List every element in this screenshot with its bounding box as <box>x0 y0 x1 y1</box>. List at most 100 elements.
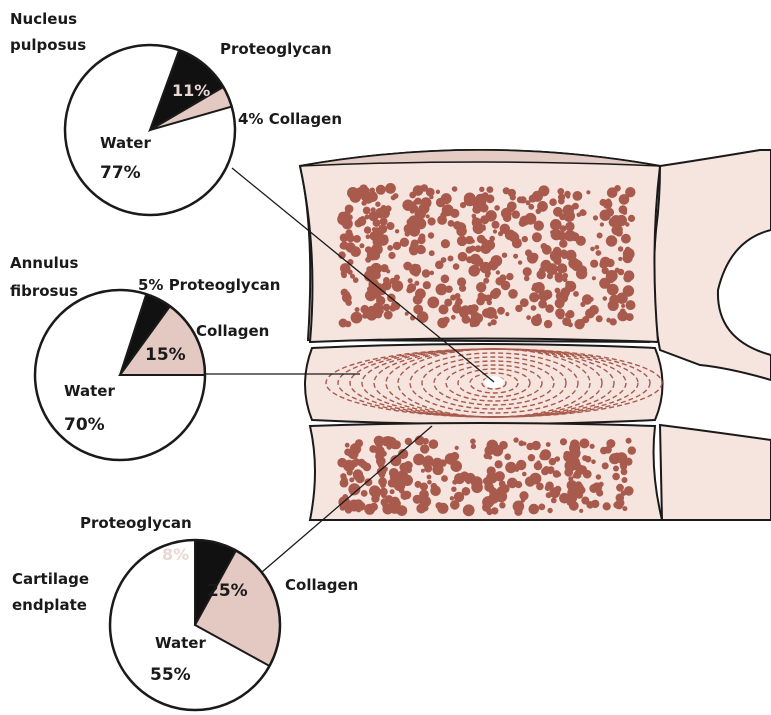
marrow-speck <box>528 454 535 461</box>
marrow-speck <box>581 210 586 215</box>
marrow-speck <box>568 476 573 481</box>
marrow-speck <box>466 256 473 263</box>
marrow-speck <box>596 474 601 479</box>
marrow-speck <box>424 465 432 473</box>
marrow-speck <box>579 509 583 513</box>
marrow-speck <box>451 315 456 320</box>
marrow-speck <box>381 451 387 457</box>
marrow-speck <box>494 205 500 211</box>
marrow-speck <box>525 476 535 486</box>
marrow-speck <box>555 288 561 294</box>
marrow-speck <box>488 455 492 459</box>
marrow-speck <box>479 187 484 192</box>
marrow-speck <box>519 491 528 500</box>
marrow-speck <box>603 296 608 301</box>
marrow-speck <box>473 305 478 310</box>
marrow-speck <box>345 321 352 328</box>
marrow-speck <box>455 293 461 299</box>
marrow-speck <box>340 263 351 274</box>
endplate-water-pct: 55% <box>150 665 191 685</box>
marrow-speck <box>625 187 635 197</box>
marrow-speck <box>441 239 450 248</box>
marrow-speck <box>626 313 634 321</box>
marrow-speck <box>442 204 454 216</box>
marrow-speck <box>475 194 486 205</box>
marrow-speck <box>559 240 567 248</box>
nucleus-proteoglycan-label: Proteoglycan <box>220 40 332 58</box>
marrow-speck <box>603 199 613 209</box>
nucleus-pie-chart <box>65 45 235 215</box>
marrow-speck <box>622 477 628 483</box>
marrow-speck <box>395 229 399 233</box>
marrow-speck <box>373 291 381 299</box>
marrow-speck <box>623 273 632 282</box>
marrow-speck <box>616 452 627 463</box>
marrow-speck <box>371 251 380 260</box>
lower-posterior <box>660 425 771 520</box>
endplate-water-label: Water <box>155 634 206 652</box>
marrow-speck <box>525 213 537 225</box>
marrow-speck <box>394 275 400 281</box>
marrow-speck <box>483 278 489 284</box>
marrow-speck <box>427 480 432 485</box>
marrow-speck <box>541 243 548 250</box>
marrow-speck <box>497 307 505 315</box>
marrow-speck <box>420 444 429 453</box>
marrow-speck <box>607 284 619 296</box>
marrow-speck <box>549 487 560 498</box>
marrow-speck <box>602 462 609 469</box>
marrow-speck <box>518 260 522 264</box>
endplate-pie-chart <box>110 540 280 710</box>
marrow-speck <box>350 246 361 257</box>
marrow-speck <box>504 454 511 461</box>
marrow-speck <box>414 281 419 286</box>
annulus-collagen-label: Collagen <box>196 322 269 340</box>
marrow-speck <box>599 482 604 487</box>
marrow-speck <box>363 207 371 215</box>
marrow-speck <box>470 439 476 445</box>
marrow-speck <box>573 191 583 201</box>
marrow-speck <box>618 246 623 251</box>
marrow-speck <box>410 243 416 249</box>
marrow-speck <box>383 304 390 311</box>
marrow-speck <box>610 318 617 325</box>
marrow-speck <box>606 259 614 267</box>
marrow-speck <box>408 278 413 283</box>
marrow-speck <box>372 227 377 232</box>
marrow-speck <box>545 304 554 313</box>
marrow-speck <box>531 305 537 311</box>
marrow-speck <box>491 266 496 271</box>
marrow-speck <box>623 253 633 263</box>
marrow-speck <box>354 458 359 463</box>
marrow-speck <box>363 193 374 204</box>
marrow-speck <box>515 305 522 312</box>
marrow-speck <box>407 219 414 226</box>
marrow-speck <box>496 270 500 274</box>
endplate-proteoglycan-pct: 8% <box>162 545 189 564</box>
endplate-collagen-pct: 25% <box>207 581 248 601</box>
marrow-speck <box>584 442 588 446</box>
lower-marrow <box>337 436 636 517</box>
nucleus-collagen-label: 4% Collagen <box>238 110 342 128</box>
marrow-speck <box>342 218 353 229</box>
marrow-speck <box>387 222 395 230</box>
marrow-speck <box>380 208 390 218</box>
marrow-speck <box>555 308 565 318</box>
marrow-speck <box>622 506 627 511</box>
marrow-speck <box>426 214 430 218</box>
marrow-speck <box>454 473 465 484</box>
marrow-speck <box>380 218 388 226</box>
marrow-speck <box>523 267 532 276</box>
marrow-speck <box>451 487 456 492</box>
marrow-speck <box>506 273 513 280</box>
marrow-speck <box>509 232 519 242</box>
marrow-speck <box>557 188 564 195</box>
marrow-speck <box>574 471 582 479</box>
marrow-speck <box>466 246 473 253</box>
marrow-speck <box>536 460 540 464</box>
nucleus-title-line1: Nucleus <box>10 10 77 28</box>
marrow-speck <box>430 271 435 276</box>
marrow-speck <box>366 234 371 239</box>
marrow-speck <box>351 312 363 324</box>
